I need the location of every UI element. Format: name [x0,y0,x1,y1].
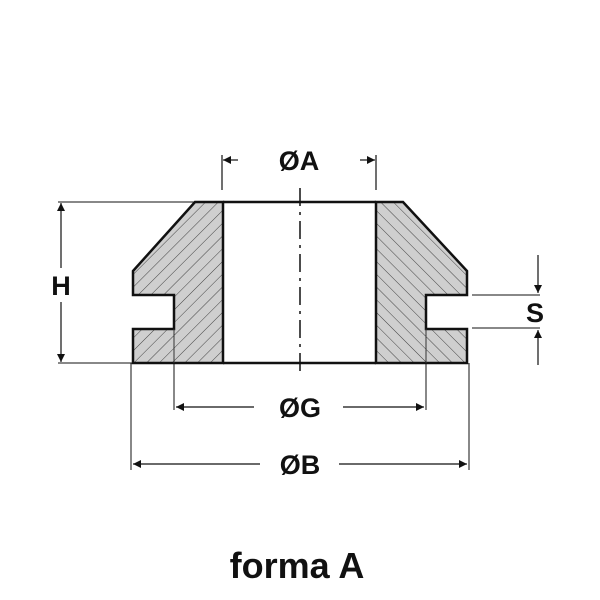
dim-g-label: ØG [279,393,321,423]
caption: forma A [230,545,365,586]
dim-s-label: S [526,298,544,328]
right-section [374,200,469,365]
left-section [131,200,225,365]
dim-b-label: ØB [280,450,321,480]
dim-a-label: ØA [279,146,320,176]
dim-h-label: H [51,271,71,301]
